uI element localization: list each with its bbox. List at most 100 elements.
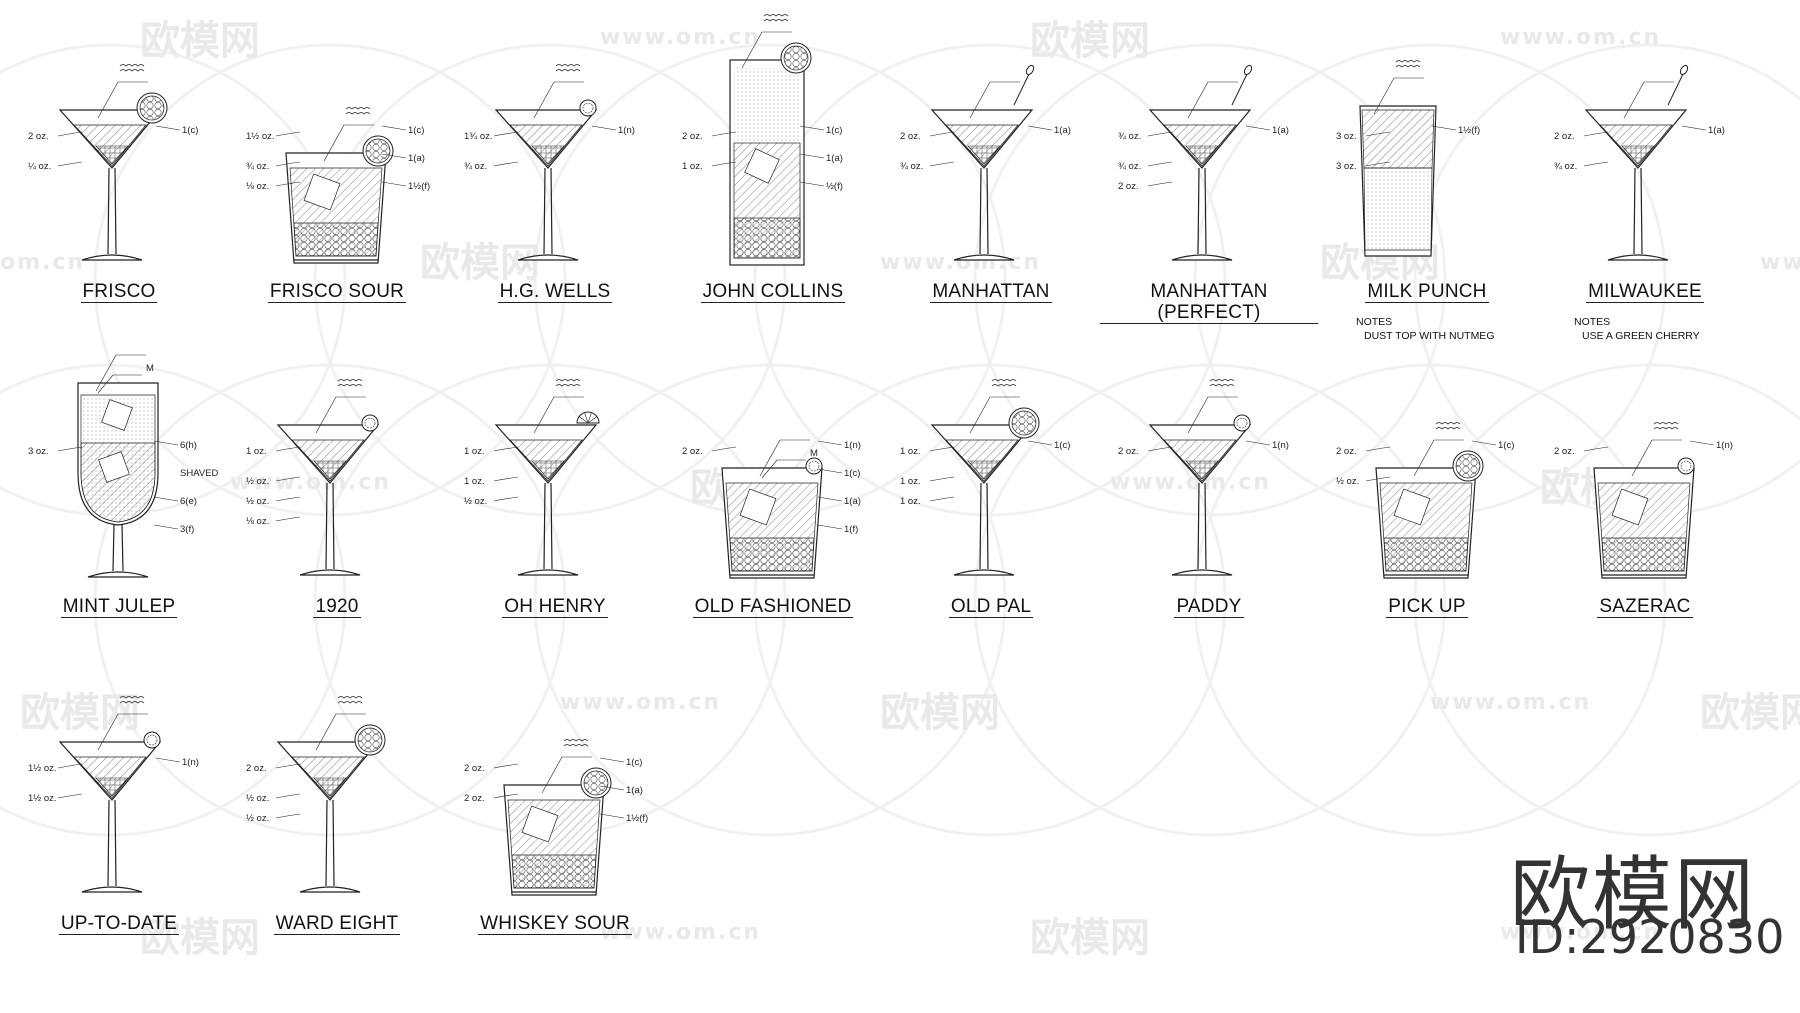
measure-label: 3 oz. (1336, 161, 1357, 172)
measure-label: 1(c) (1054, 440, 1070, 451)
drink-illustration: 2 oz.½ oz.½ oz. (246, 696, 386, 893)
aroma-wave-icon (555, 379, 581, 387)
measure-label: 2 oz. (28, 131, 49, 142)
drink-illustration: 2 oz.1 oz.1(c)1(a)½(f) (682, 14, 843, 266)
measure-label: 2 oz. (246, 763, 267, 774)
aroma-wave-icon (991, 379, 1017, 387)
drink-illustration: 2 oz.¾ oz.1(a) (900, 64, 1071, 261)
drink-title: UP-TO-DATE (10, 913, 228, 935)
measure-label: 1½(f) (1458, 125, 1480, 136)
measure-label: ⅛ oz. (246, 516, 269, 527)
drink-illustration: 2 oz.¾ oz.1(a) (1554, 64, 1725, 261)
measure-label: 2 oz. (464, 793, 485, 804)
measure-label: ¾ oz. (1118, 131, 1141, 142)
garnish-pick-icon (1231, 64, 1253, 106)
glass-rocks-icon (503, 784, 605, 896)
drink-name: FRISCO SOUR (267, 281, 407, 303)
garnish-cherry-icon (1677, 457, 1695, 475)
measure-label: ½ oz. (1336, 476, 1359, 487)
measure-label: 1 oz. (900, 496, 921, 507)
glass-cocktail-icon (58, 109, 162, 261)
glass-cocktail-icon (276, 741, 380, 893)
garnish-orange-icon (780, 42, 812, 74)
watermark-logo: 欧模网 (880, 690, 1000, 736)
garnish-pick-icon (1013, 64, 1035, 106)
watermark-site-short: om.cn (0, 250, 86, 275)
drink-title: OH HENRY (446, 596, 664, 618)
drink-title: FRISCO SOUR (228, 281, 446, 303)
measure-label: 6(h) (180, 440, 197, 451)
aroma-wave-icon (119, 64, 145, 72)
measure-label: 1(c) (626, 757, 642, 768)
measure-label: 1 oz. (682, 161, 703, 172)
measure-label: 2 oz. (464, 763, 485, 774)
measure-label: 2 oz. (1554, 446, 1575, 457)
watermark-logo: 欧模网 (140, 18, 260, 64)
measure-label: 1(f) (844, 524, 858, 535)
garnish-lemon-icon (136, 92, 168, 124)
measure-label: 1(n) (618, 125, 635, 136)
drink-notes: NOTES USE A GREEN CHERRY (1536, 315, 1754, 343)
drink-name: 1920 (313, 596, 361, 618)
drink-card: 2 oz.2 oz.1(c)1(a)1½(f)WHISKEY SOUR (446, 650, 664, 950)
measure-label: 1½ oz. (28, 763, 57, 774)
measure-label: 3(f) (180, 524, 194, 535)
measure-label: M (810, 448, 818, 459)
watermark-site: www.om.cn (880, 250, 1042, 275)
drink-name: MINT JULEP (60, 596, 178, 618)
measure-label: 1½(f) (626, 813, 648, 824)
drink-card: ¾ oz.¾ oz.2 oz.1(a)MANHATTAN (PERFECT) (1100, 18, 1318, 324)
watermark-logo: 欧模网 (1700, 690, 1800, 736)
measure-label: 1 oz. (464, 446, 485, 457)
notes-text: USE A GREEN CHERRY (1582, 330, 1700, 342)
brand-logo-text: 欧模网 (1510, 848, 1756, 941)
measure-label: 2 oz. (1118, 446, 1139, 457)
drink-title: PICK UP (1318, 596, 1536, 618)
glass-rocks-icon (1375, 467, 1477, 579)
measure-label: 1 oz. (464, 476, 485, 487)
drink-illustration: 2 oz.¼ oz.1(c) (28, 64, 198, 261)
measure-label: 1(n) (1716, 440, 1733, 451)
measure-label: ¾ oz. (246, 161, 269, 172)
aroma-wave-icon (337, 379, 363, 387)
garnish-pick-icon (1667, 64, 1689, 106)
measure-label: 1(a) (1708, 125, 1725, 136)
garnish-half-orange-icon (576, 411, 600, 424)
glass-rocks-icon (1593, 467, 1695, 579)
measure-label: 1(a) (826, 153, 843, 164)
drink-title: WARD EIGHT (228, 913, 446, 935)
aroma-wave-icon (337, 696, 363, 704)
drink-title: OLD PAL (882, 596, 1100, 618)
watermark-site: www.om.cn (230, 470, 392, 495)
measure-label: 1(c) (408, 125, 424, 136)
drink-illustration: 1 oz.1 oz.½ oz. (464, 379, 600, 576)
notes-heading: NOTES (1574, 316, 1611, 328)
measure-label: 1(n) (1272, 440, 1289, 451)
drink-card: 1 oz.1 oz.1 oz.1(c)OLD PAL (882, 333, 1100, 633)
drink-name: OH HENRY (502, 596, 608, 618)
measure-label: M (146, 363, 154, 374)
watermark-site: www.om.cn (1110, 470, 1272, 495)
drink-name: FRISCO (80, 281, 158, 303)
drink-title: H.G. WELLS (446, 281, 664, 303)
measure-label: 1(c) (826, 125, 842, 136)
measure-label: ¾ oz. (900, 161, 923, 172)
glass-collins-icon (729, 59, 805, 266)
glass-cocktail-icon (1148, 109, 1252, 261)
notes-text: DUST TOP WITH NUTMEG (1364, 330, 1495, 342)
drink-name: MANHATTAN (930, 281, 1052, 303)
measure-label: ½ oz. (246, 476, 269, 487)
measure-label: 1(a) (626, 785, 643, 796)
glass-cocktail-icon (494, 424, 598, 576)
measure-label: 1(c) (182, 125, 198, 136)
measure-label: 1(n) (844, 440, 861, 451)
measure-label: ⅛ oz. (246, 181, 269, 192)
aroma-wave-icon (1209, 379, 1235, 387)
drink-title: FRISCO (10, 281, 228, 303)
aroma-wave-icon (1435, 422, 1461, 430)
aroma-wave-icon (763, 14, 789, 22)
drink-card: 2 oz.¾ oz.1(a) MANHATTAN (882, 18, 1100, 318)
